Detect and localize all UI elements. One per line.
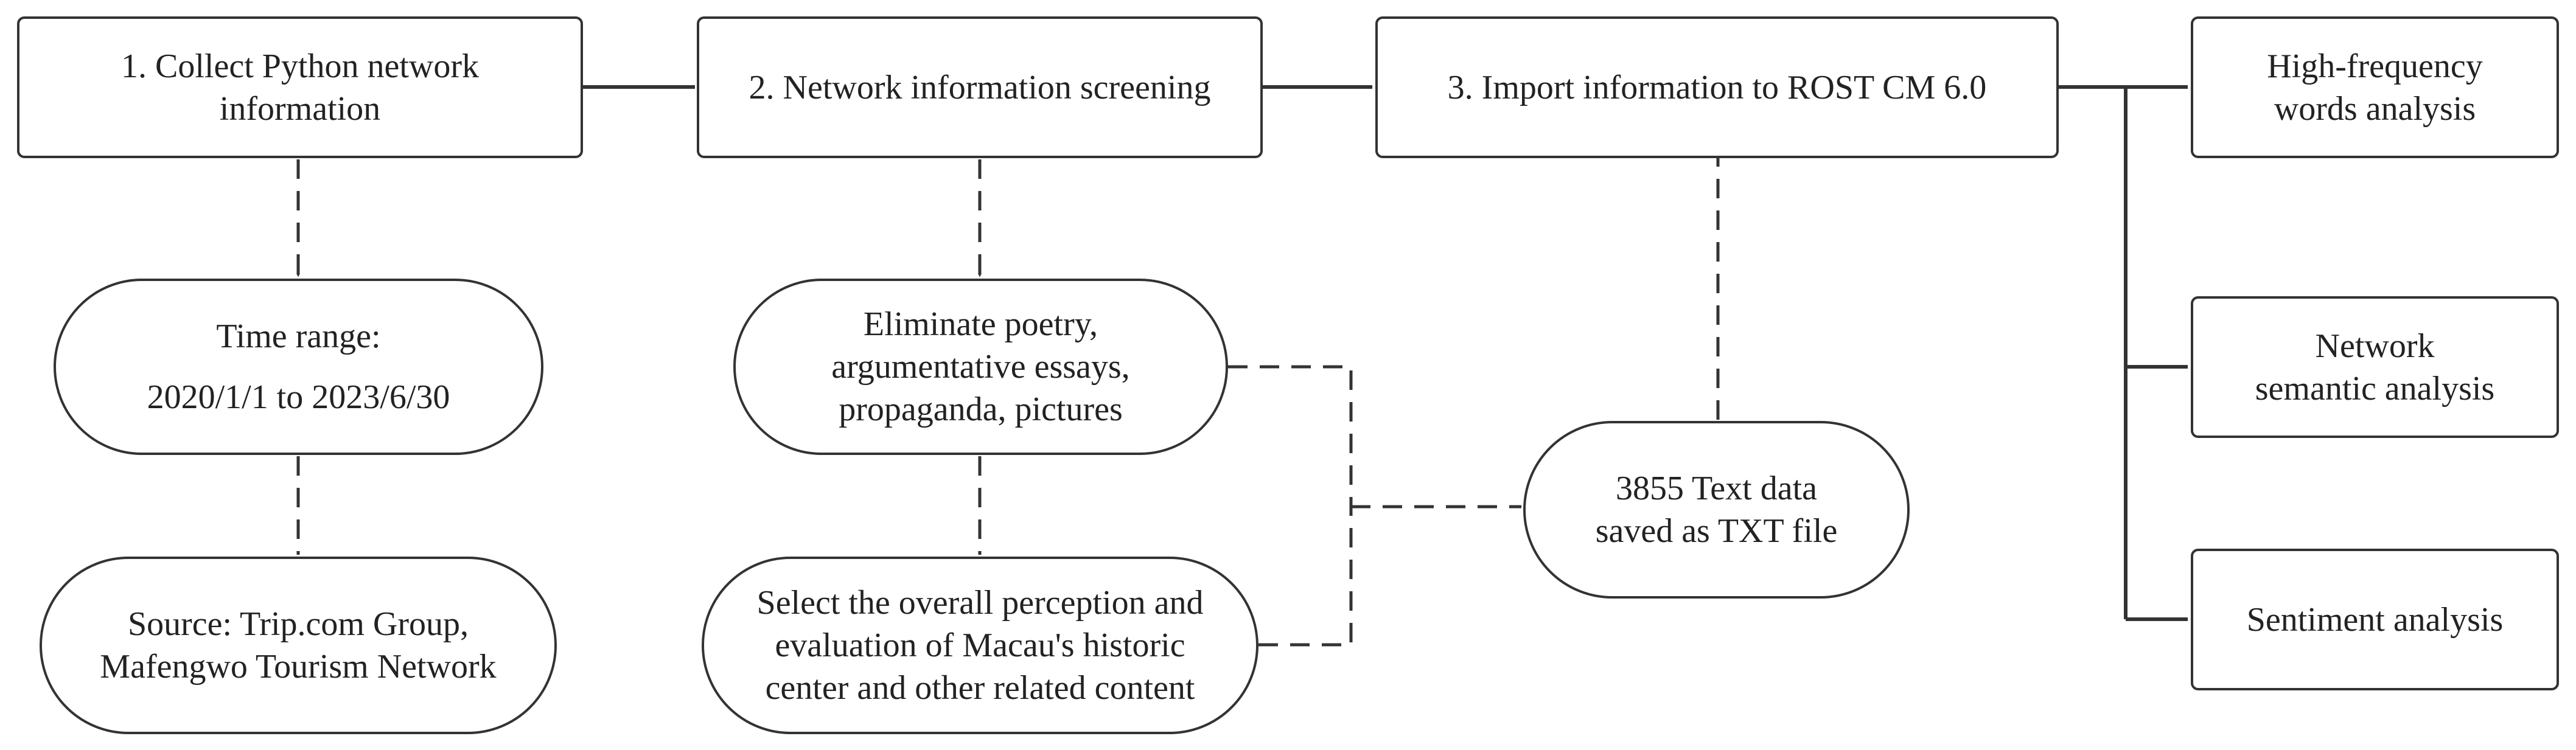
node-label-line: argumentative essays, (831, 348, 1130, 386)
node-label-line: Network (2315, 327, 2435, 365)
dashed-eliminate-to-merge (1228, 365, 1353, 507)
node-label-line: Eliminate poetry, (863, 305, 1098, 343)
node-label-line: 1. Collect Python network (121, 47, 479, 85)
node-label-line: 2020/1/1 to 2023/6/30 (147, 378, 450, 416)
node-label-line: saved as TXT file (1595, 512, 1838, 550)
eliminate-box: Eliminate poetry, argumentative essays, pr… (733, 279, 1228, 455)
source-box: Source: Trip.com Group, Mafengwo Tourism … (40, 557, 557, 734)
node-label-line: 2. Network information screening (749, 68, 1211, 106)
node-label-line: words analysis (2274, 89, 2476, 128)
node-label-line: center and other related content (765, 669, 1195, 707)
select-content-box: Select the overall perception and evaluat… (702, 557, 1258, 734)
node-label-line: Select the overall perception and (756, 584, 1204, 622)
step-2-screening-box: 2. Network information screening (697, 16, 1263, 158)
node-label-line: evaluation of Macau's historic (775, 627, 1185, 664)
node-label-line: Source: Trip.com Group, (128, 605, 469, 643)
node-label-line: High-frequency (2267, 47, 2483, 85)
dashed-select-to-merge (1258, 507, 1353, 647)
output-network-semantic-box: Network semantic analysis (2191, 296, 2559, 438)
node-label-line: Mafengwo Tourism Network (100, 648, 497, 686)
node-label-line: 3. Import information to ROST CM 6.0 (1447, 68, 1987, 106)
node-label-line: information (219, 89, 381, 128)
node-label-line: Sentiment analysis (2246, 600, 2504, 639)
output-sentiment-box: Sentiment analysis (2191, 549, 2559, 690)
node-label-line: semantic analysis (2255, 369, 2495, 408)
output-high-frequency-box: High-frequency words analysis (2191, 16, 2559, 158)
node-label-line: Time range: (216, 318, 381, 355)
text-data-box: 3855 Text data saved as TXT file (1523, 421, 1910, 599)
node-label-line: propaganda, pictures (839, 391, 1123, 428)
step-3-import-box: 3. Import information to ROST CM 6.0 (1375, 16, 2059, 158)
step-1-collect-box: 1. Collect Python network information (17, 16, 583, 158)
time-range-box: Time range: 2020/1/1 to 2023/6/30 (54, 279, 543, 455)
node-label-line: 3855 Text data (1616, 470, 1817, 507)
